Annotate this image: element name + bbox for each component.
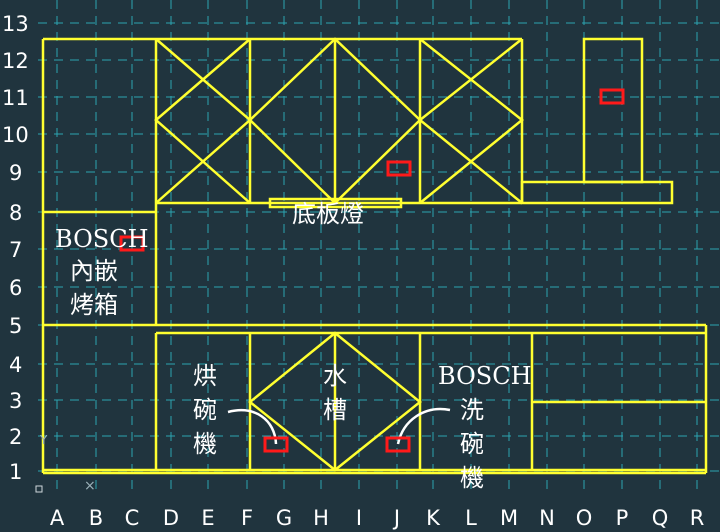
outlet-marker-dishwasher	[385, 436, 411, 453]
annotations: BOSCH 內嵌 烤箱 底板燈 烘 碗 機 水 槽 BOSCH 洗 碗 機	[55, 200, 532, 492]
column-label: K	[426, 506, 441, 530]
column-label: I	[356, 506, 362, 530]
row-label: 8	[9, 201, 22, 225]
oven-brand-label: BOSCH	[55, 225, 149, 253]
row-label: 12	[2, 49, 29, 73]
column-label: L	[465, 506, 477, 530]
row-label: 13	[2, 12, 29, 36]
column-label: O	[576, 506, 593, 530]
under-light-label: 底板燈	[292, 200, 364, 228]
upper-cabinets	[41, 37, 674, 473]
column-label: C	[125, 506, 140, 530]
outlet-marker-tall	[599, 88, 625, 105]
dishwasher-label-3: 機	[460, 464, 484, 492]
row-label: 11	[2, 86, 29, 110]
oven-label-line1: 內嵌	[70, 257, 118, 285]
row-label: 7	[9, 238, 22, 262]
row-label: 10	[2, 123, 29, 147]
column-label: B	[89, 506, 103, 530]
row-label: 9	[9, 161, 22, 185]
outlet-marker-oven	[119, 235, 145, 252]
outlet-markers	[119, 88, 625, 453]
row-label: 1	[9, 460, 22, 484]
column-label: Q	[652, 506, 669, 530]
column-label: P	[616, 506, 629, 530]
column-label: J	[392, 506, 400, 530]
dryer-label-2: 碗	[193, 396, 217, 424]
sink-label-1: 水	[323, 362, 347, 390]
row-label: 3	[9, 389, 22, 413]
column-label: R	[690, 506, 705, 530]
row-label: 2	[9, 425, 22, 449]
outlet-marker-dryer	[263, 436, 289, 453]
dishwasher-label-1: 洗	[460, 396, 484, 424]
column-label: G	[276, 506, 292, 530]
outlet-marker-upper	[386, 160, 412, 177]
sink-label-2: 槽	[323, 396, 347, 424]
row-label: 4	[9, 353, 22, 377]
ucs-origin-marker	[35, 485, 43, 493]
ucs-x-marker: ×	[84, 478, 96, 494]
lower-cabinets	[43, 325, 708, 475]
row-label: 5	[9, 314, 22, 338]
oven-cabinet	[43, 203, 706, 327]
column-label: H	[313, 506, 329, 530]
ucs-y-marker: Y	[39, 433, 48, 447]
row-label: 6	[9, 276, 22, 300]
oven-label-line2: 烤箱	[70, 291, 118, 319]
column-label: E	[201, 506, 214, 530]
dishwasher-brand-label: BOSCH	[438, 362, 532, 390]
column-label: M	[500, 506, 518, 530]
column-label: N	[539, 506, 555, 530]
dryer-label-3: 機	[193, 430, 217, 458]
dryer-label-1: 烘	[193, 362, 217, 390]
column-label: A	[50, 506, 65, 530]
column-label: D	[163, 506, 179, 530]
dishwasher-label-2: 碗	[460, 430, 484, 458]
column-label: F	[241, 506, 253, 530]
